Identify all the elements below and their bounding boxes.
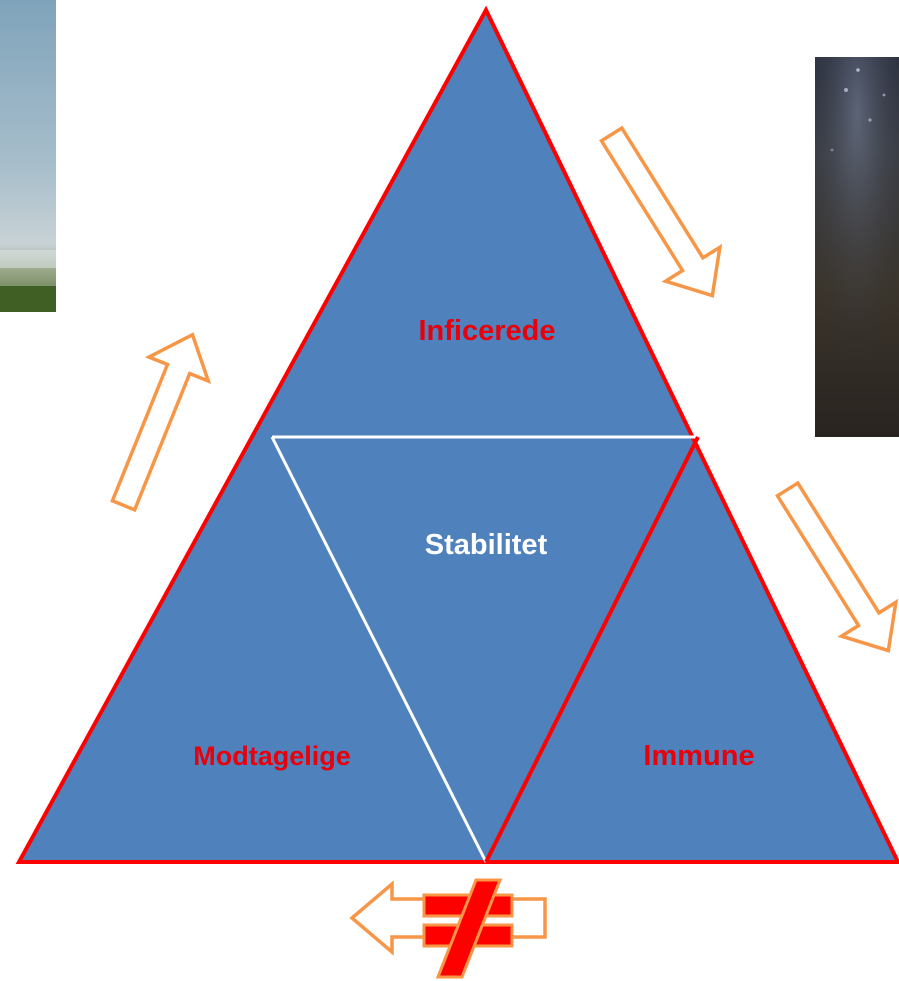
- dark-texture-photo: [815, 57, 899, 437]
- not-equal-icon: [422, 878, 514, 979]
- arrow-infected-to-immune: [599, 125, 723, 298]
- label-immune: Immune: [643, 740, 754, 772]
- label-infected: Inficerede: [419, 315, 556, 347]
- immune-triangle-edge: [484, 436, 700, 863]
- label-susceptible: Modtagelige: [193, 741, 351, 771]
- stability-triangle-outline: [270, 435, 698, 863]
- landscape-photo: [0, 0, 56, 312]
- label-stability: Stabilitet: [425, 529, 548, 561]
- arrow-immune-outgoing: [775, 480, 899, 653]
- arrow-susceptible-to-infected: [110, 332, 212, 513]
